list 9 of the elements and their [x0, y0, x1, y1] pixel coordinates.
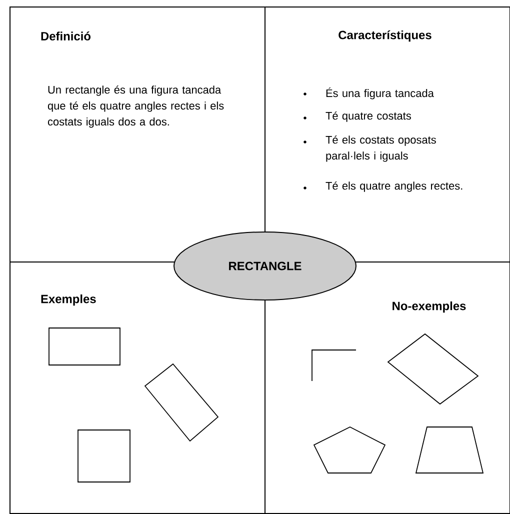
heading: Definició	[41, 32, 90, 40]
heading: No-exemples	[392, 301, 466, 313]
bullet-item: Té els costats oposats paral·lels i iguals	[304, 136, 436, 162]
bullet-item: Té quatre costats	[304, 112, 411, 122]
heading: Característiques	[338, 30, 432, 42]
bullet-item: És una figura tancada	[304, 88, 434, 100]
heading: Exemples	[41, 294, 96, 306]
bullet-item: Té els quatre angles rectes.	[304, 182, 462, 192]
definition-text: Un rectangle és una figura tancada que té els quatre angles rectes i els costats iguals dos a dos.	[48, 86, 224, 128]
